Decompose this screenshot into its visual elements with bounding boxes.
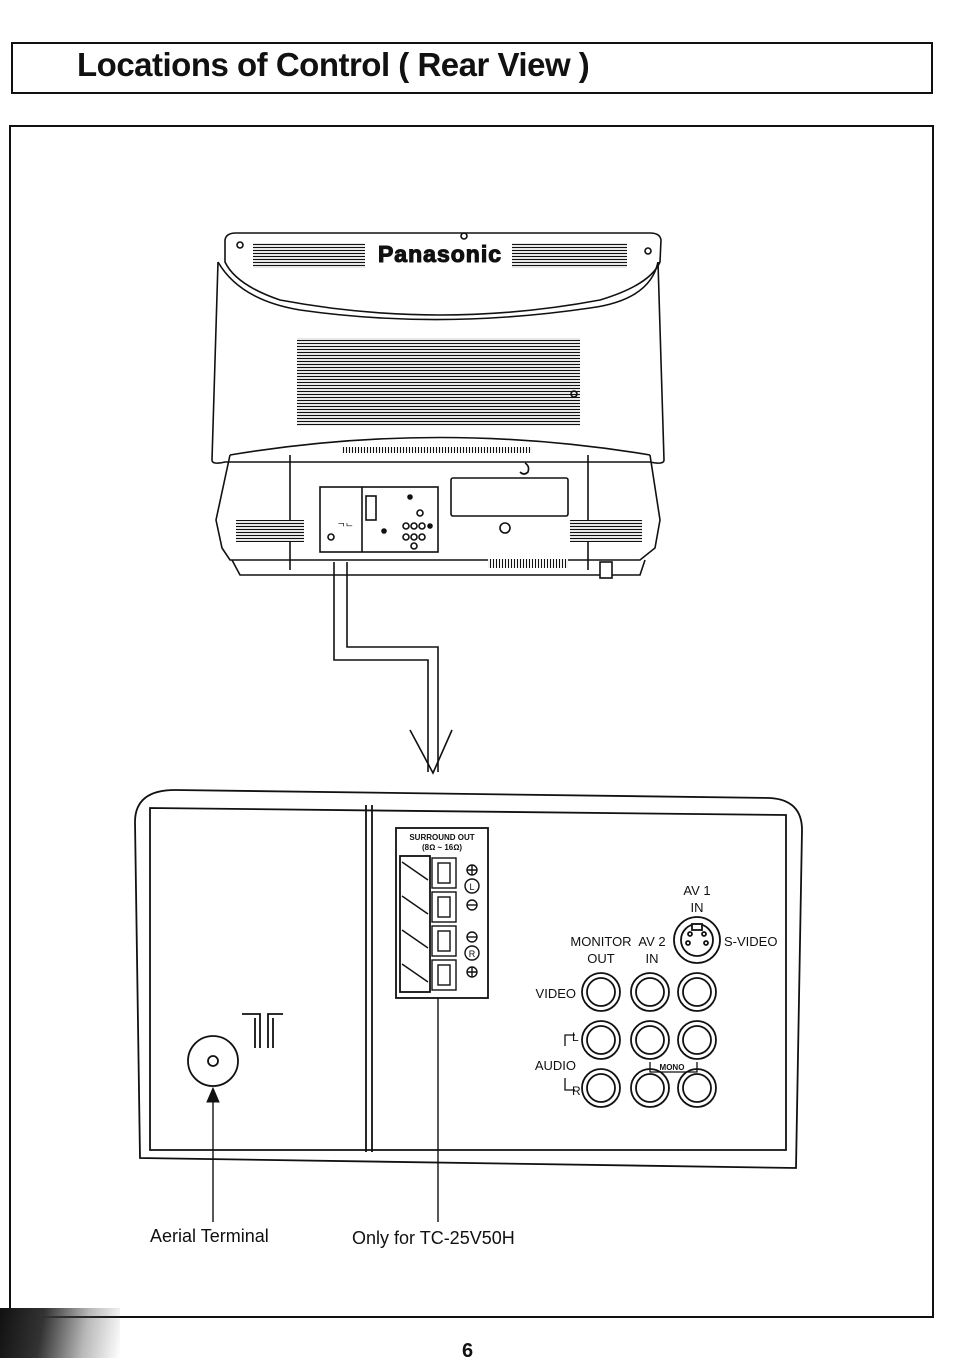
down-arrow-icon <box>409 729 453 775</box>
monitor-label: MONITOR <box>570 934 631 949</box>
surround-out-impedance: (8Ω ~ 16Ω) <box>422 843 462 852</box>
speaker-polarity-marks <box>464 864 480 978</box>
page-number: 6 <box>462 1340 474 1362</box>
surround-out-label: SURROUND OUT <box>409 833 474 842</box>
plus-icon <box>467 865 477 875</box>
page-title: Locations of Control ( Rear View ) <box>77 46 590 83</box>
svideo-socket <box>673 916 721 964</box>
av1-in-label: IN <box>691 900 704 915</box>
aerial-socket <box>187 1035 239 1087</box>
video-label: VIDEO <box>536 986 576 1001</box>
surround-note-caption: Only for TC-25V50H <box>352 1228 515 1248</box>
panel-labels: SURROUND OUT (8Ω ~ 16Ω) L R AV 1 IN S-VI… <box>409 833 777 1098</box>
brand-logo: Panasonic <box>378 241 502 267</box>
aerial-symbol-icon-small: ᄀᄂ <box>337 522 354 532</box>
mono-label: MONO <box>660 1063 685 1072</box>
rca-jacks <box>581 972 717 1108</box>
scan-corner-shadow <box>0 1308 120 1358</box>
terminal-panel-enlarged <box>134 789 803 1222</box>
svideo-label: S-VIDEO <box>724 934 777 949</box>
av2-in-label: IN <box>646 951 659 966</box>
av2-label: AV 2 <box>638 934 665 949</box>
tv-rear <box>211 232 665 579</box>
speaker-right-label: R <box>469 949 476 959</box>
figure-frame <box>9 125 934 1318</box>
speaker-left-label: L <box>469 882 474 892</box>
audio-r-label: R <box>572 1084 581 1098</box>
title-box: Locations of Control ( Rear View ) <box>11 42 933 94</box>
aerial-terminal-caption: Aerial Terminal <box>150 1226 269 1246</box>
av1-label: AV 1 <box>683 883 710 898</box>
aerial-symbol-icon <box>242 1013 283 1048</box>
zoom-connector <box>333 562 453 775</box>
monitor-out-label: OUT <box>587 951 615 966</box>
audio-l-label: L <box>572 1030 579 1044</box>
audio-label: AUDIO <box>535 1058 576 1073</box>
